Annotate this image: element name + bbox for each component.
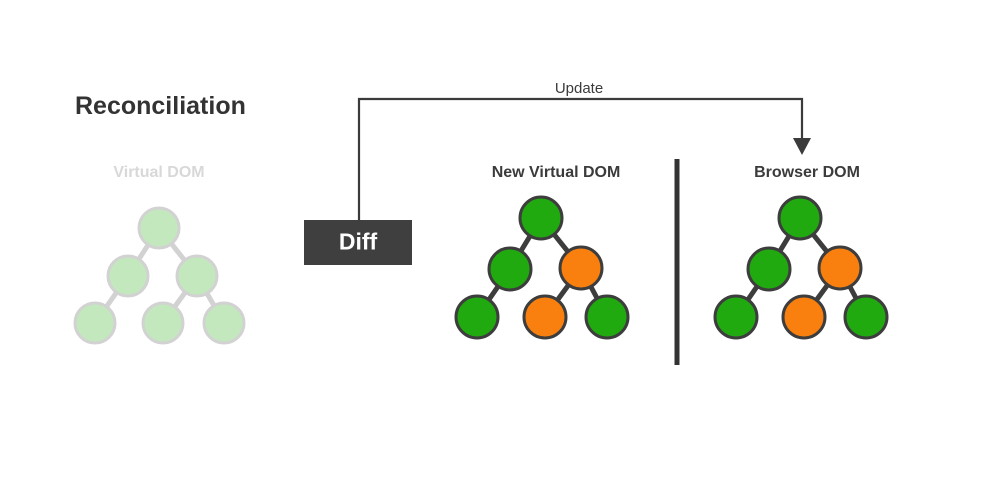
new-vdom-tree-nodes — [454, 195, 630, 340]
browser-dom-node-root[interactable] — [777, 195, 823, 241]
new-vdom-node-leaf-2[interactable] — [522, 294, 568, 340]
ghost-node-root — [137, 206, 181, 250]
browser-dom-node-leaf-2[interactable] — [781, 294, 827, 340]
browser-dom-label: Browser DOM — [754, 164, 860, 181]
update-connector-line — [357, 97, 804, 220]
update-label: Update — [555, 80, 603, 97]
ghost-node-leaf-3 — [202, 301, 246, 345]
ghost-node-leaf-1 — [73, 301, 117, 345]
new-vdom-node-leaf-1[interactable] — [454, 294, 500, 340]
diff-box-label: Diff — [339, 229, 378, 255]
page-title: Reconciliation — [75, 92, 246, 120]
new-virtual-dom-label: New Virtual DOM — [492, 164, 621, 181]
browser-dom-node-leaf-1[interactable] — [713, 294, 759, 340]
new-vdom-node-right-child[interactable] — [558, 245, 604, 291]
ghost-tree-nodes — [73, 206, 246, 345]
new-vdom-node-leaf-3[interactable] — [584, 294, 630, 340]
new-vdom-node-left-child[interactable] — [487, 246, 533, 292]
new-vdom-node-root[interactable] — [518, 195, 564, 241]
ghost-tree-label: Virtual DOM — [113, 164, 204, 181]
browser-dom-tree-nodes — [713, 195, 889, 340]
ghost-node-leaf-2 — [141, 301, 185, 345]
ghost-node-left-child — [106, 254, 150, 298]
update-arrowhead-icon — [793, 138, 811, 155]
browser-dom-node-left-child[interactable] — [746, 246, 792, 292]
browser-dom-node-leaf-3[interactable] — [843, 294, 889, 340]
ghost-node-right-child — [175, 254, 219, 298]
browser-dom-node-right-child[interactable] — [817, 245, 863, 291]
diff-box[interactable] — [304, 220, 412, 265]
